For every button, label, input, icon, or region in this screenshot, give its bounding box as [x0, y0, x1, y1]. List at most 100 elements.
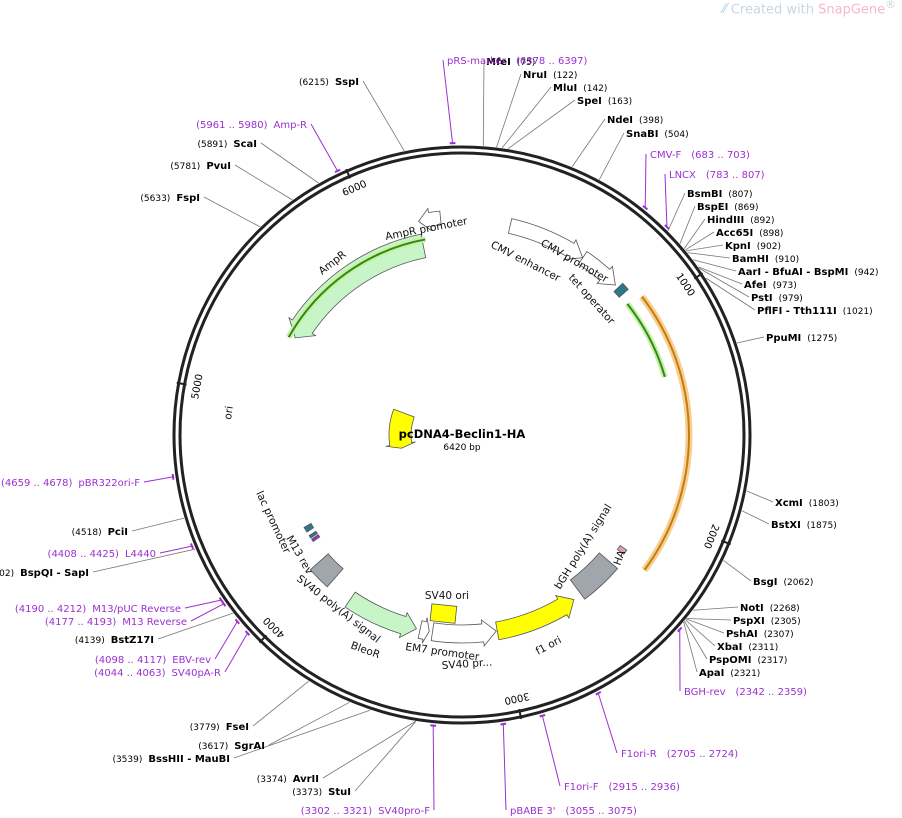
primer-range: (783 .. 807)	[706, 170, 765, 181]
enzyme-pflfi-tth111i[interactable]: PflFI - Tth111I(1021)	[705, 277, 873, 317]
enzyme-position: (898)	[759, 229, 783, 239]
feature-em7-promoter	[417, 617, 430, 644]
primer-name: LNCX	[669, 170, 696, 181]
enzyme-apai[interactable]: ApaI(2321)	[683, 621, 761, 679]
enzyme-sgrai[interactable]: SgrAI(3617)	[198, 701, 350, 752]
primer-leader	[159, 545, 193, 554]
primer-prs-marker[interactable]: (6378 .. 6397)pRS-marker	[442, 56, 587, 145]
primer-name: Amp-R	[274, 120, 308, 131]
primer-amp-r[interactable]: Amp-R(5961 .. 5980)	[196, 120, 341, 173]
primer-leader	[143, 476, 174, 483]
enzyme-leader	[571, 118, 606, 167]
primer-range: (2342 .. 2359)	[736, 687, 808, 698]
primer-site	[642, 205, 649, 211]
enzyme-leader	[252, 680, 309, 727]
enzyme-position: (910)	[775, 255, 799, 265]
enzyme-bstxi[interactable]: BstXI(1875)	[741, 510, 837, 531]
watermark-brand: SnapGene	[818, 2, 886, 18]
primer-pbr322ori-f[interactable]: pBR322ori-F(4659 .. 4678)	[1, 473, 175, 489]
enzyme-xbai[interactable]: XbaI(2311)	[685, 619, 778, 653]
primer-f1ori-r[interactable]: (2705 .. 2724)F1ori-R	[595, 691, 738, 760]
enzyme-nrui[interactable]: NruI(122)	[496, 70, 578, 148]
enzyme-name: BsgI	[753, 577, 777, 588]
enzyme-mlui[interactable]: MluI(142)	[501, 83, 607, 149]
snapgene-logo-icon: ⁄⁄	[722, 2, 727, 18]
primer-ebv-rev[interactable]: EBV-rev(4098 .. 4117)	[95, 618, 240, 666]
enzyme-bstz17i[interactable]: BstZ17I(4139)	[75, 612, 234, 646]
feature-lac-operator	[308, 530, 318, 539]
enzyme-aari-bfuai-bspmi[interactable]: AarI - BfuAI - BspMI(942)	[692, 259, 879, 278]
primer-name: SV40pA-R	[172, 668, 221, 679]
enzyme-ppumi[interactable]: PpuMI(1275)	[736, 333, 837, 344]
enzyme-bspqi-sapi[interactable]: BspQI - SapI(4402)	[0, 548, 196, 579]
primer-bgh-rev[interactable]: (2342 .. 2359)BGH-rev	[677, 626, 808, 698]
primer-sv40pro-f[interactable]: SV40pro-F(3302 .. 3321)	[301, 724, 437, 817]
primer-m13-puc-reverse[interactable]: M13/pUC Reverse(4190 .. 4212)	[15, 597, 224, 615]
enzyme-pcii[interactable]: PciI(4518)	[72, 517, 185, 538]
enzyme-leader	[692, 259, 737, 272]
enzyme-bsgi[interactable]: BsgI(2062)	[723, 560, 813, 588]
primer-f1ori-f[interactable]: (2915 .. 2936)F1ori-F	[539, 713, 680, 793]
enzyme-pvui[interactable]: PvuI(5781)	[170, 161, 293, 201]
primer-site	[677, 626, 683, 633]
enzyme-leader	[362, 80, 405, 152]
enzyme-pspomi[interactable]: PspOMI(2317)	[684, 620, 787, 666]
enzyme-noti[interactable]: NotI(2268)	[693, 603, 800, 614]
enzyme-name: BssHII - MauBI	[148, 754, 230, 765]
primer-name: pRS-marker	[447, 56, 507, 67]
enzyme-name: AarI - BfuAI - BspMI	[738, 267, 848, 278]
enzyme-mfei[interactable]: MfeI(75)	[482, 57, 535, 146]
enzyme-afei[interactable]: AfeI(973)	[698, 266, 797, 291]
enzyme-stui[interactable]: StuI(3373)	[292, 721, 417, 798]
enzyme-pspxi[interactable]: PspXI(2305)	[686, 616, 801, 627]
enzyme-bamhi[interactable]: BamHI(910)	[687, 252, 799, 265]
feature-ha	[616, 544, 628, 555]
primer-name: F1ori-R	[621, 749, 657, 760]
primer-lncx[interactable]: (783 .. 807) LNCX	[664, 170, 765, 230]
primer-leader	[644, 153, 647, 208]
enzyme-ndei[interactable]: NdeI(398)	[571, 115, 663, 167]
tick-label-2000: 2000	[701, 522, 721, 550]
enzyme-leader	[746, 490, 774, 503]
enzyme-psti[interactable]: PstI(979)	[699, 267, 803, 304]
primer-sv40pa-r[interactable]: SV40pA-R(4044 .. 4063)	[94, 630, 251, 679]
enzyme-spei[interactable]: SpeI(163)	[507, 96, 632, 150]
enzyme-bsmbi[interactable]: BsmBI(807)	[667, 189, 753, 232]
enzyme-leader	[693, 606, 739, 611]
feature-label-f1-ori: f1 ori	[534, 634, 564, 657]
enzyme-leader	[741, 510, 770, 525]
enzyme-sspi[interactable]: SspI(6215)	[299, 77, 405, 152]
enzyme-bsshii-maubi[interactable]: BssHII - MauBI(3539)	[112, 709, 371, 765]
enzyme-xcmi[interactable]: XcmI(1803)	[746, 490, 839, 509]
enzyme-hindiii[interactable]: HindIII(892)	[683, 215, 774, 249]
enzyme-leader	[482, 60, 485, 146]
enzyme-leader	[203, 196, 261, 228]
enzyme-name: NotI	[740, 603, 764, 614]
enzyme-pshai[interactable]: PshAI(2307)	[686, 618, 794, 640]
tick-label-3000: 3000	[503, 690, 530, 706]
enzyme-scai[interactable]: ScaI(5891)	[197, 139, 319, 184]
primer-pbabe-3[interactable]: (3055 .. 3075)pBABE 3'	[500, 722, 637, 817]
enzyme-position: (3373)	[292, 788, 322, 798]
enzyme-leader	[685, 619, 716, 647]
primer-l4440[interactable]: L4440(4408 .. 4425)	[48, 543, 195, 560]
enzyme-acc65i[interactable]: Acc65I (898)	[685, 228, 783, 251]
enzyme-leader	[683, 218, 706, 249]
enzyme-leader	[234, 164, 293, 201]
enzyme-snabi[interactable]: SnaBI(504)	[598, 129, 689, 180]
enzyme-avrii[interactable]: AvrII(3374)	[257, 720, 416, 785]
primer-cmv-f[interactable]: (683 .. 703)CMV-F	[642, 150, 750, 211]
primer-leader	[664, 173, 668, 228]
feature-m13-rev	[311, 534, 321, 543]
enzyme-kpni[interactable]: KpnI(902)	[685, 241, 781, 252]
enzyme-position: (807)	[728, 190, 752, 200]
primer-leader	[442, 59, 454, 144]
enzyme-fspi[interactable]: FspI(5633)	[140, 193, 261, 228]
enzyme-bspei[interactable]: BspEI(869)	[679, 202, 759, 244]
primer-range: (4098 .. 4117)	[95, 655, 167, 666]
enzyme-fsei[interactable]: FseI(3779)	[190, 680, 309, 733]
enzyme-name: Acc65I	[716, 228, 753, 239]
enzyme-leader	[686, 618, 725, 634]
enzyme-name: SpeI	[577, 96, 602, 107]
feature-f1-ori	[495, 595, 575, 641]
